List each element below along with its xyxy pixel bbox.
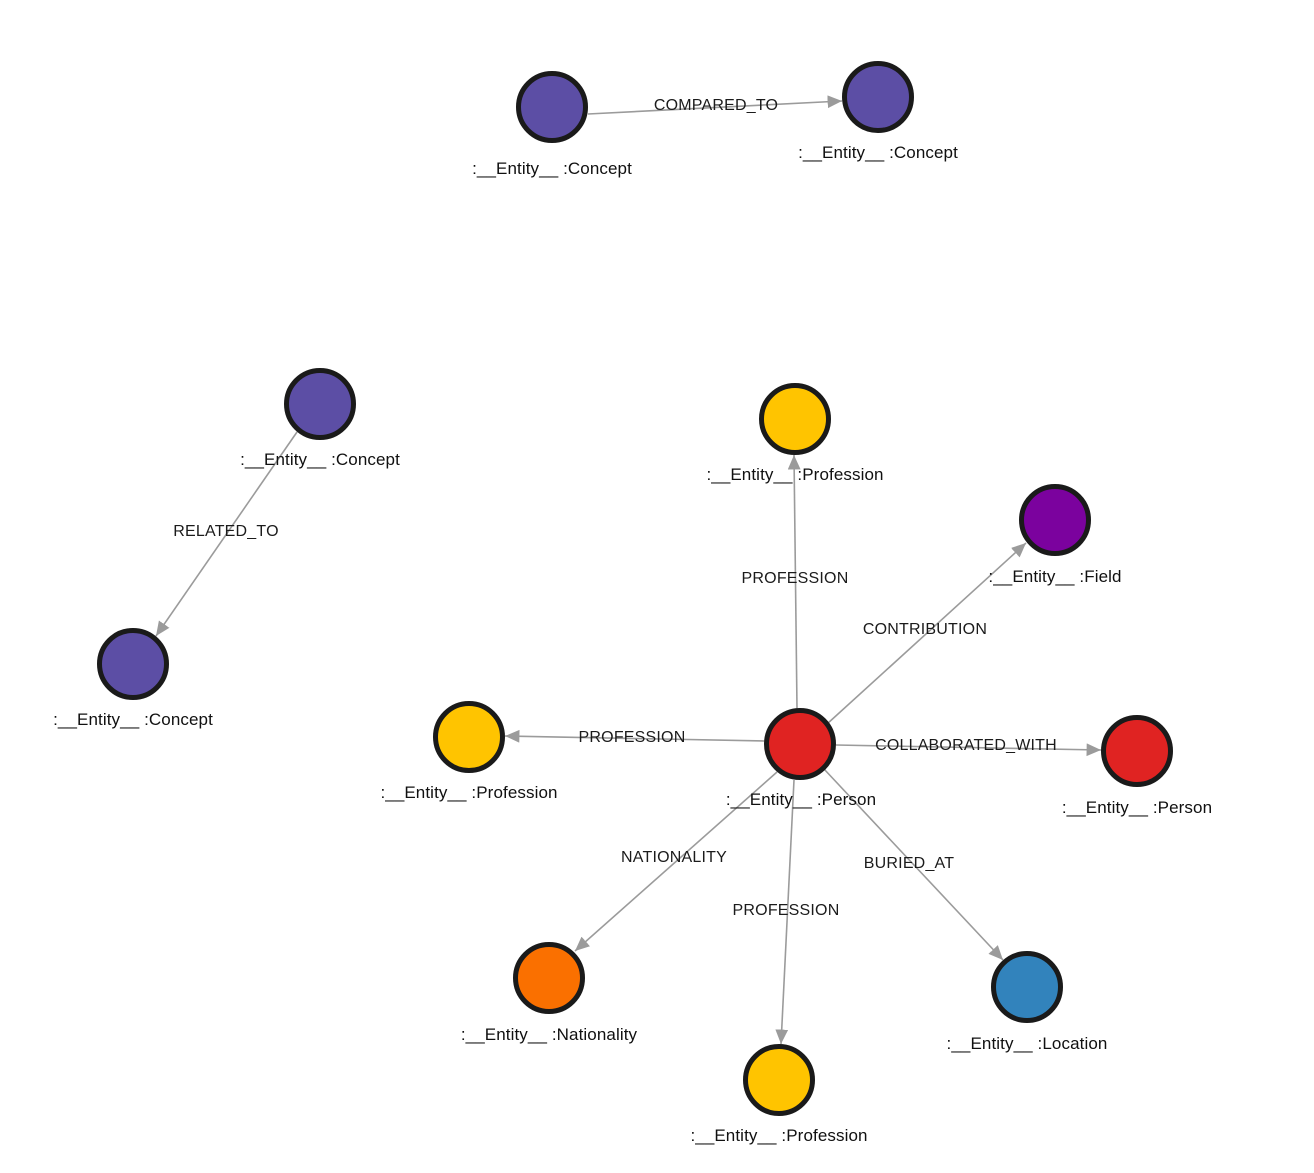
node-label-person-center: :__Entity__ :Person <box>725 790 877 809</box>
edge-label-profession: PROFESSION <box>741 570 849 587</box>
node-label-profession-bottom: :__Entity__ :Profession <box>690 1126 868 1145</box>
graph-edge-contribution[interactable] <box>826 542 1027 725</box>
graph-node-concept-b[interactable] <box>842 61 914 133</box>
node-label-location: :__Entity__ :Location <box>946 1034 1108 1053</box>
graph-edge-nationality[interactable] <box>574 771 778 952</box>
node-label-profession-top: :__Entity__ :Profession <box>706 465 884 484</box>
node-label-nationality: :__Entity__ :Nationality <box>460 1025 638 1044</box>
edge-lines <box>155 95 1102 1045</box>
graph-edge-profession[interactable] <box>775 779 795 1045</box>
edge-label-profession: PROFESSION <box>732 902 840 919</box>
edge-label-collaborated-with: COLLABORATED_WITH <box>875 737 1057 754</box>
graph-edge-buried-at[interactable] <box>823 768 1004 961</box>
edge-label-profession: PROFESSION <box>578 729 686 746</box>
node-label-concept-a: :__Entity__ :Concept <box>472 159 632 178</box>
graph-node-nationality[interactable] <box>513 942 585 1014</box>
graph-edge-collaborated-with[interactable] <box>835 743 1102 757</box>
node-label-profession-left: :__Entity__ :Profession <box>380 783 558 802</box>
graph-node-location[interactable] <box>991 951 1063 1023</box>
graph-node-concept-d[interactable] <box>97 628 169 700</box>
graph-node-profession-left[interactable] <box>433 701 505 773</box>
edge-label-buried-at: BURIED_AT <box>863 855 955 872</box>
graph-edge-profession[interactable] <box>504 729 765 743</box>
graph-edge-compared-to[interactable] <box>587 95 843 115</box>
graph-node-profession-bottom[interactable] <box>743 1044 815 1116</box>
edge-label-related-to: RELATED_TO <box>173 523 279 540</box>
graph-node-field[interactable] <box>1019 484 1091 556</box>
graph-node-concept-a[interactable] <box>516 71 588 143</box>
node-label-person-right: :__Entity__ :Person <box>1061 798 1213 817</box>
graph-node-person-center[interactable] <box>764 708 836 780</box>
node-label-concept-d: :__Entity__ :Concept <box>53 710 213 729</box>
edge-label-contribution: CONTRIBUTION <box>862 621 988 638</box>
graph-node-profession-top[interactable] <box>759 383 831 455</box>
graph-node-concept-c[interactable] <box>284 368 356 440</box>
node-label-concept-b: :__Entity__ :Concept <box>798 143 958 162</box>
edge-label-compared-to: COMPARED_TO <box>653 97 779 114</box>
graph-edge-profession[interactable] <box>787 454 801 709</box>
graph-edge-related-to[interactable] <box>155 431 298 637</box>
graph-node-person-right[interactable] <box>1101 715 1173 787</box>
edge-label-nationality: NATIONALITY <box>621 849 727 866</box>
node-label-concept-c: :__Entity__ :Concept <box>240 450 400 469</box>
node-label-field: :__Entity__ :Field <box>988 567 1122 586</box>
